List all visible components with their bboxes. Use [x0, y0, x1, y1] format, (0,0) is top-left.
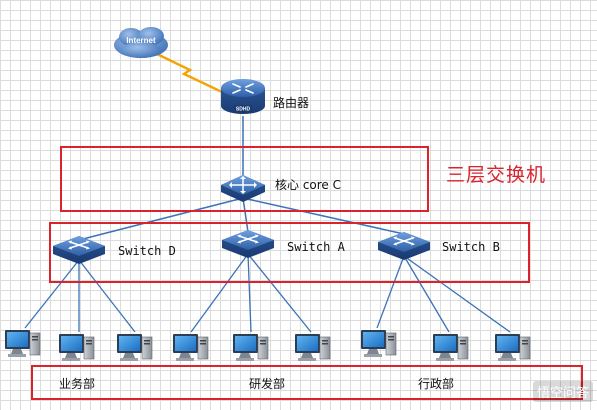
department-box	[31, 365, 583, 400]
router-label: 路由器	[273, 96, 310, 110]
dept-admin-label: 行政部	[418, 377, 455, 391]
pc-icon	[4, 329, 41, 358]
access-layer-box	[49, 222, 530, 283]
dept-rnd-label: 研发部	[249, 377, 286, 391]
switch-pc-links	[24, 253, 511, 333]
layer3-switch-caption: 三层交换机	[446, 164, 547, 186]
pc-icon	[116, 333, 153, 362]
core-layer-box	[60, 146, 429, 212]
pc-icon	[360, 329, 397, 358]
pc-icon	[58, 333, 95, 362]
core-switch-links	[78, 197, 405, 241]
router-icon: SDHD	[221, 79, 265, 114]
router-tag: SDHD	[236, 107, 251, 113]
pc-icon	[232, 333, 269, 362]
pc-icon	[494, 333, 531, 362]
pc-icon	[294, 333, 331, 362]
pc-icon	[432, 333, 469, 362]
internet-label: Internet	[126, 36, 156, 45]
switch-a-label: Switch A	[287, 240, 345, 254]
dept-sales-label: 业务部	[59, 377, 96, 391]
core-label: 核心 core C	[275, 178, 342, 192]
core-switch-icon	[221, 175, 265, 202]
pc-icon	[172, 333, 209, 362]
internet-cloud-icon: Internet	[114, 27, 168, 58]
wan-link	[156, 52, 223, 94]
watermark: 悟空问答	[532, 381, 593, 402]
switch-d-label: Switch D	[118, 244, 176, 258]
switch-b-label: Switch B	[442, 240, 500, 254]
